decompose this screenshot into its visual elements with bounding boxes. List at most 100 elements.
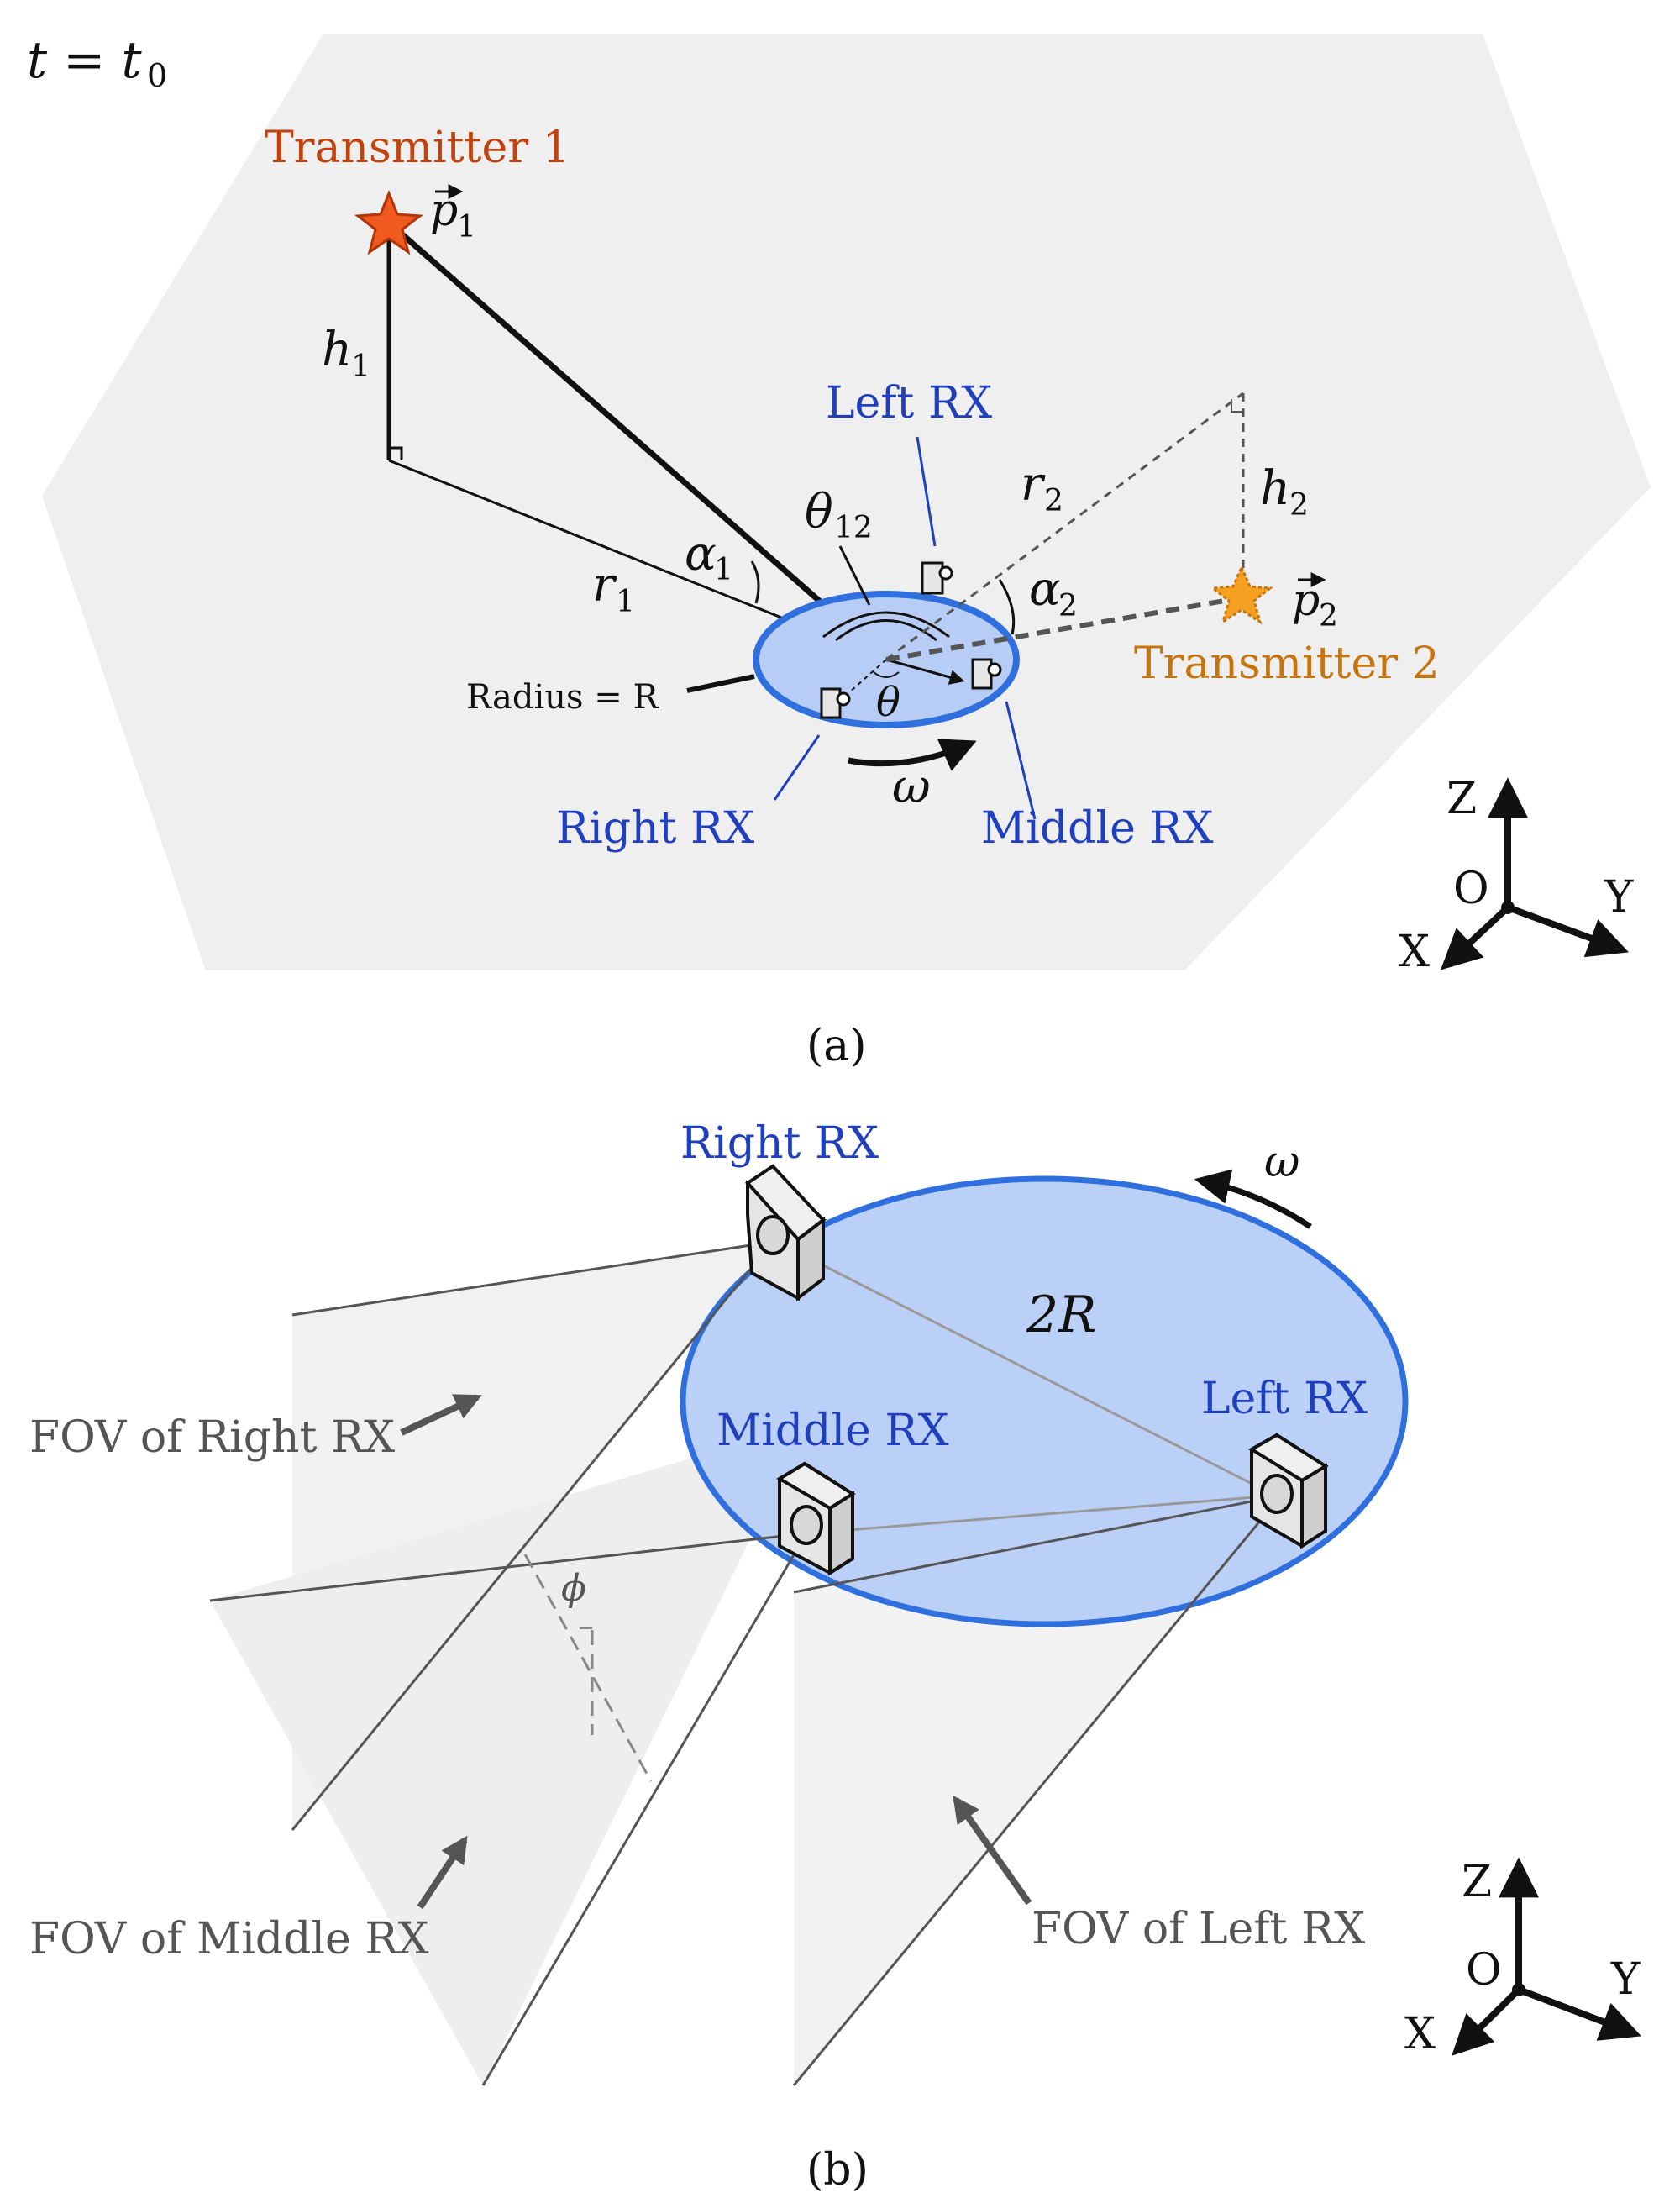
- fov-right-top: [291, 1240, 774, 1317]
- fov-middle-top: [209, 1532, 807, 1602]
- phi-dashed-1: [523, 1554, 653, 1782]
- axis-x-a: X: [1399, 927, 1430, 977]
- fov-right-bottom: [291, 1241, 774, 1831]
- svg-text:h: h: [1260, 461, 1290, 516]
- svg-text:α: α: [1029, 562, 1061, 617]
- fov-left-top: [793, 1494, 1282, 1594]
- svg-text:1: 1: [616, 585, 635, 619]
- svg-text:2: 2: [1058, 589, 1078, 623]
- panel-a: t = t 0: [27, 31, 1651, 1071]
- svg-text:1: 1: [714, 553, 733, 587]
- theta12-arc-inner: [835, 619, 937, 642]
- left-rx-device: [921, 561, 953, 595]
- left-rx-label-a: Left RX: [826, 378, 992, 429]
- svg-text:r: r: [1021, 457, 1046, 512]
- ground-plane: [42, 34, 1651, 970]
- axis-x-b: X: [1404, 2009, 1436, 2059]
- diameter-label: 2R: [1026, 1286, 1096, 1344]
- right-rx-label-b: Right RX: [680, 1118, 879, 1169]
- right-rx-leader: [773, 734, 821, 801]
- svg-text:2: 2: [1044, 484, 1063, 518]
- radius-pointer: [686, 674, 755, 693]
- alpha2-label: α 2: [1029, 562, 1078, 623]
- fov-left-label: FOV of Left RX: [1032, 1904, 1365, 1954]
- middle-rx-device: [971, 658, 1002, 690]
- tx2-label: Transmitter 2: [1134, 639, 1440, 689]
- caption-b: (b): [806, 2145, 869, 2195]
- fov-middle-label: FOV of Middle RX: [29, 1914, 429, 1964]
- tx2-ray: [885, 596, 1240, 662]
- caption-a: (a): [806, 1021, 867, 1071]
- fov-middle-arrow: [417, 1835, 468, 1910]
- p2-label: p 2: [1292, 572, 1338, 634]
- fov-middle-plane: [210, 1424, 806, 2085]
- h1-label: h 1: [322, 323, 370, 384]
- fov-right-label: FOV of Right RX: [29, 1412, 395, 1463]
- svg-text:θ: θ: [805, 485, 833, 539]
- theta12-arc-outer: [822, 611, 950, 639]
- svg-text:2: 2: [1319, 599, 1338, 634]
- right-angle-1: [389, 446, 403, 460]
- time-label: t = t: [27, 31, 143, 90]
- heading-arrow: [885, 658, 965, 685]
- axes-triad-a: Z Y X O: [1399, 774, 1634, 977]
- theta-arc: [873, 671, 900, 678]
- fov-right-arrow: [400, 1394, 482, 1436]
- theta-label: θ: [876, 679, 900, 726]
- right-angle-2: [1231, 399, 1243, 413]
- transmitter-2-star: [1210, 564, 1273, 625]
- right-to-left-line: [776, 1240, 1279, 1498]
- left-rx-label-b: Left RX: [1201, 1374, 1368, 1424]
- right-rx-device: [820, 687, 851, 719]
- theta-ref-line: [848, 659, 887, 694]
- omega-label-a: ω: [892, 760, 931, 814]
- panel-b: ϕ ω 2R Right RX Middle RX Left: [29, 1118, 1641, 2195]
- middle-rx-label-b: Middle RX: [717, 1406, 949, 1456]
- axis-origin-b: O: [1466, 1945, 1502, 1996]
- middle-to-left-line: [806, 1494, 1276, 1535]
- svg-text:r: r: [592, 558, 617, 613]
- svg-text:12: 12: [834, 511, 873, 545]
- r2-label: r 2: [1021, 457, 1063, 518]
- right-rx-label-a: Right RX: [556, 803, 754, 854]
- svg-text:h: h: [322, 323, 352, 377]
- time-sub: 0: [147, 57, 167, 94]
- axis-z-a: Z: [1446, 774, 1477, 824]
- axis-y-b: Y: [1610, 1954, 1641, 2005]
- svg-text:1: 1: [457, 210, 476, 245]
- left-rx-device-b: [1248, 1433, 1329, 1549]
- svg-text:1: 1: [351, 350, 370, 384]
- h2-label: h 2: [1260, 461, 1309, 523]
- transmitter-1-star: [354, 189, 424, 255]
- middle-rx-device-b: [776, 1461, 856, 1576]
- theta12-label: θ 12: [805, 485, 873, 606]
- middle-rx-leader: [1005, 701, 1037, 820]
- svg-text:p: p: [1292, 576, 1320, 626]
- omega-arrow-b: [1194, 1169, 1312, 1229]
- alpha1-label: α 1: [685, 527, 733, 587]
- svg-text:p: p: [430, 186, 458, 236]
- r2-line: [885, 392, 1244, 661]
- fov-middle-bottom: [481, 1533, 808, 2086]
- left-rx-leader: [916, 436, 937, 547]
- alpha2-arc: [998, 579, 1016, 635]
- svg-text:2: 2: [1289, 488, 1309, 523]
- fov-left-bottom: [792, 1495, 1283, 2086]
- svg-text:α: α: [685, 527, 717, 581]
- alpha1-arc: [750, 560, 760, 604]
- axis-z-b: Z: [1462, 1857, 1492, 1907]
- axis-y-a: Y: [1604, 872, 1634, 923]
- receiver-disk-b: [680, 1175, 1409, 1627]
- omega-arrow: [848, 739, 977, 771]
- axis-origin-a: O: [1453, 864, 1489, 914]
- axes-triad-b: Z Y X O: [1404, 1857, 1641, 2059]
- right-rx-device-b: [744, 1164, 827, 1302]
- radius-label: Radius = R: [466, 678, 660, 717]
- tx1-ray: [386, 220, 889, 662]
- middle-rx-label-a: Middle RX: [981, 803, 1214, 854]
- r1-label: r 1: [592, 558, 635, 619]
- fov-left-arrow: [953, 1795, 1032, 1906]
- p1-label: p 1: [430, 184, 476, 245]
- omega-label-b: ω: [1264, 1137, 1299, 1187]
